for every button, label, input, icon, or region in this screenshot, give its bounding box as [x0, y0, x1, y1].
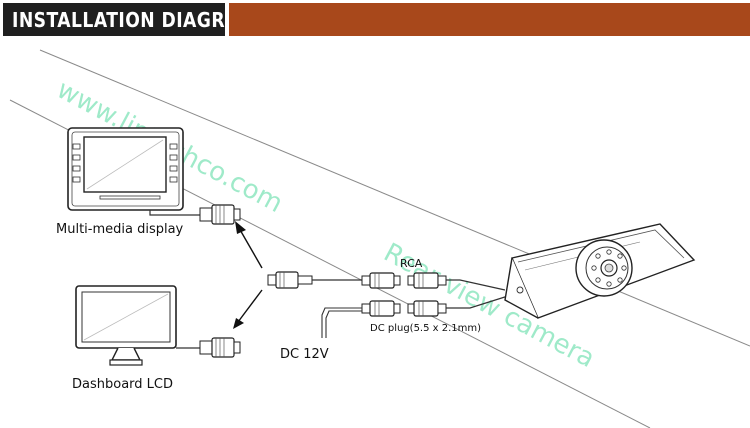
multimedia-display-icon [67, 127, 184, 211]
rca-connector-icon [199, 204, 241, 225]
camera-video-cable [446, 279, 506, 291]
dc-plug-label: DC plug(5.5 x 2.1mm) [370, 323, 481, 334]
page-title: INSTALLATION DIAGRAM [12, 8, 257, 32]
header: INSTALLATION DIAGRAM [0, 0, 750, 38]
rca-connector-icon [267, 271, 313, 289]
power-cable-black [325, 310, 362, 338]
header-accent-bar [229, 3, 750, 36]
rca-connector-icon [407, 272, 447, 289]
rca-connector-icon [199, 337, 241, 358]
dc-power-label: DC 12V [280, 347, 329, 362]
title-box: INSTALLATION DIAGRAM [3, 3, 256, 36]
camera-power-cable [446, 295, 509, 309]
rca-label: RCA [400, 257, 423, 270]
arrow-icon [233, 289, 263, 329]
dc-plug-icon [407, 300, 447, 317]
rca-connector-icon [361, 272, 401, 289]
multimedia-cable [149, 210, 200, 216]
dashboard-lcd-label: Dashboard LCD [72, 377, 173, 392]
rear-view-camera-icon [504, 223, 696, 319]
arrow-icon [235, 221, 263, 269]
dashboard-lcd-icon [75, 285, 177, 366]
multimedia-display-label: Multi-media display [56, 222, 184, 237]
diagonal-guide-line [39, 49, 750, 347]
power-cable-red [321, 307, 362, 338]
dc-plug-icon [361, 300, 401, 317]
